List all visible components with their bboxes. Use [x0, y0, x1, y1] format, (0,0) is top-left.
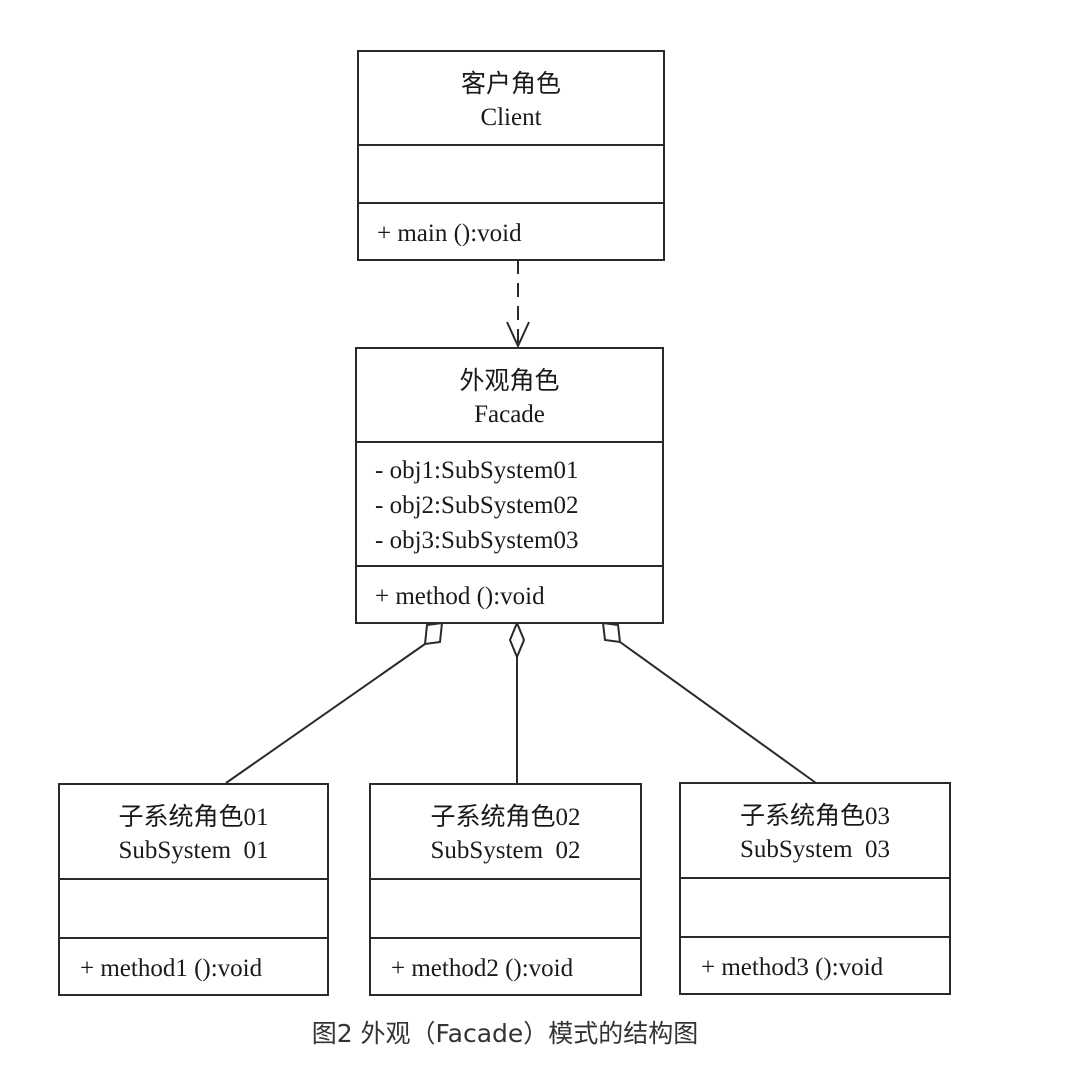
aggregation-diamond-02: [508, 620, 526, 660]
subsystem-03-operation: + method3 ():void: [701, 954, 884, 981]
facade-title-en: Facade: [474, 401, 545, 428]
facade-attribute: - obj3:SubSystem03: [375, 527, 579, 554]
subsystem-02-operations-compartment: + method2 ():void: [371, 937, 640, 985]
subsystem-02-title-cn: 子系统角色02: [430, 804, 581, 831]
subsystem-01-operation: + method1 ():void: [80, 955, 263, 982]
subsystem-03-title-en: SubSystem 03: [739, 836, 891, 863]
subsystem-02-title-en: SubSystem 02: [430, 837, 581, 864]
facade-attribute: - obj1:SubSystem01: [375, 457, 579, 484]
aggregation-diamond-01: [423, 621, 444, 646]
dependency-arrowhead: [506, 321, 530, 349]
subsystem-01-name-compartment: 子系统角色01 SubSystem 01: [60, 785, 327, 878]
client-name-compartment: 客户角色 Client: [359, 52, 663, 144]
aggregation-diamond-03: [601, 621, 622, 644]
subsystem-02-operation: + method2 ():void: [391, 955, 574, 982]
class-facade: 外观角色 Facade - obj1:SubSystem01 - obj2:Su…: [355, 347, 664, 624]
aggregation-line-01: [225, 643, 426, 784]
subsystem-01-title-en: SubSystem 01: [118, 837, 269, 864]
class-subsystem-02: 子系统角色02 SubSystem 02 + method2 ():void: [369, 783, 642, 996]
subsystem-01-title-cn: 子系统角色01: [118, 804, 269, 831]
facade-name-compartment: 外观角色 Facade: [357, 349, 662, 441]
subsystem-03-name-compartment: 子系统角色03 SubSystem 03: [681, 784, 949, 877]
subsystem-01-attributes-compartment: [60, 878, 327, 937]
facade-title-cn: 外观角色: [459, 368, 560, 395]
client-attributes-compartment: [359, 144, 663, 202]
class-client: 客户角色 Client + main ():void: [357, 50, 665, 261]
client-operations-compartment: + main ():void: [359, 202, 663, 250]
subsystem-02-name-compartment: 子系统角色02 SubSystem 02: [371, 785, 640, 878]
subsystem-02-attributes-compartment: [371, 878, 640, 937]
class-subsystem-03: 子系统角色03 SubSystem 03 + method3 ():void: [679, 782, 951, 995]
aggregation-line-03: [619, 641, 817, 784]
client-operation: + main ():void: [377, 220, 522, 247]
subsystem-03-attributes-compartment: [681, 877, 949, 936]
facade-attributes-compartment: - obj1:SubSystem01 - obj2:SubSystem02 - …: [357, 441, 662, 565]
facade-operation: + method ():void: [375, 583, 545, 610]
facade-attribute: - obj2:SubSystem02: [375, 492, 579, 519]
client-title-cn: 客户角色: [460, 71, 561, 98]
subsystem-03-title-cn: 子系统角色03: [739, 803, 890, 830]
facade-operations-compartment: + method ():void: [357, 565, 662, 613]
class-subsystem-01: 子系统角色01 SubSystem 01 + method1 ():void: [58, 783, 329, 996]
client-title-en: Client: [480, 104, 542, 131]
subsystem-03-operations-compartment: + method3 ():void: [681, 936, 949, 984]
subsystem-01-operations-compartment: + method1 ():void: [60, 937, 327, 985]
figure-caption: 图2 外观（Facade）模式的结构图: [311, 1019, 699, 1048]
